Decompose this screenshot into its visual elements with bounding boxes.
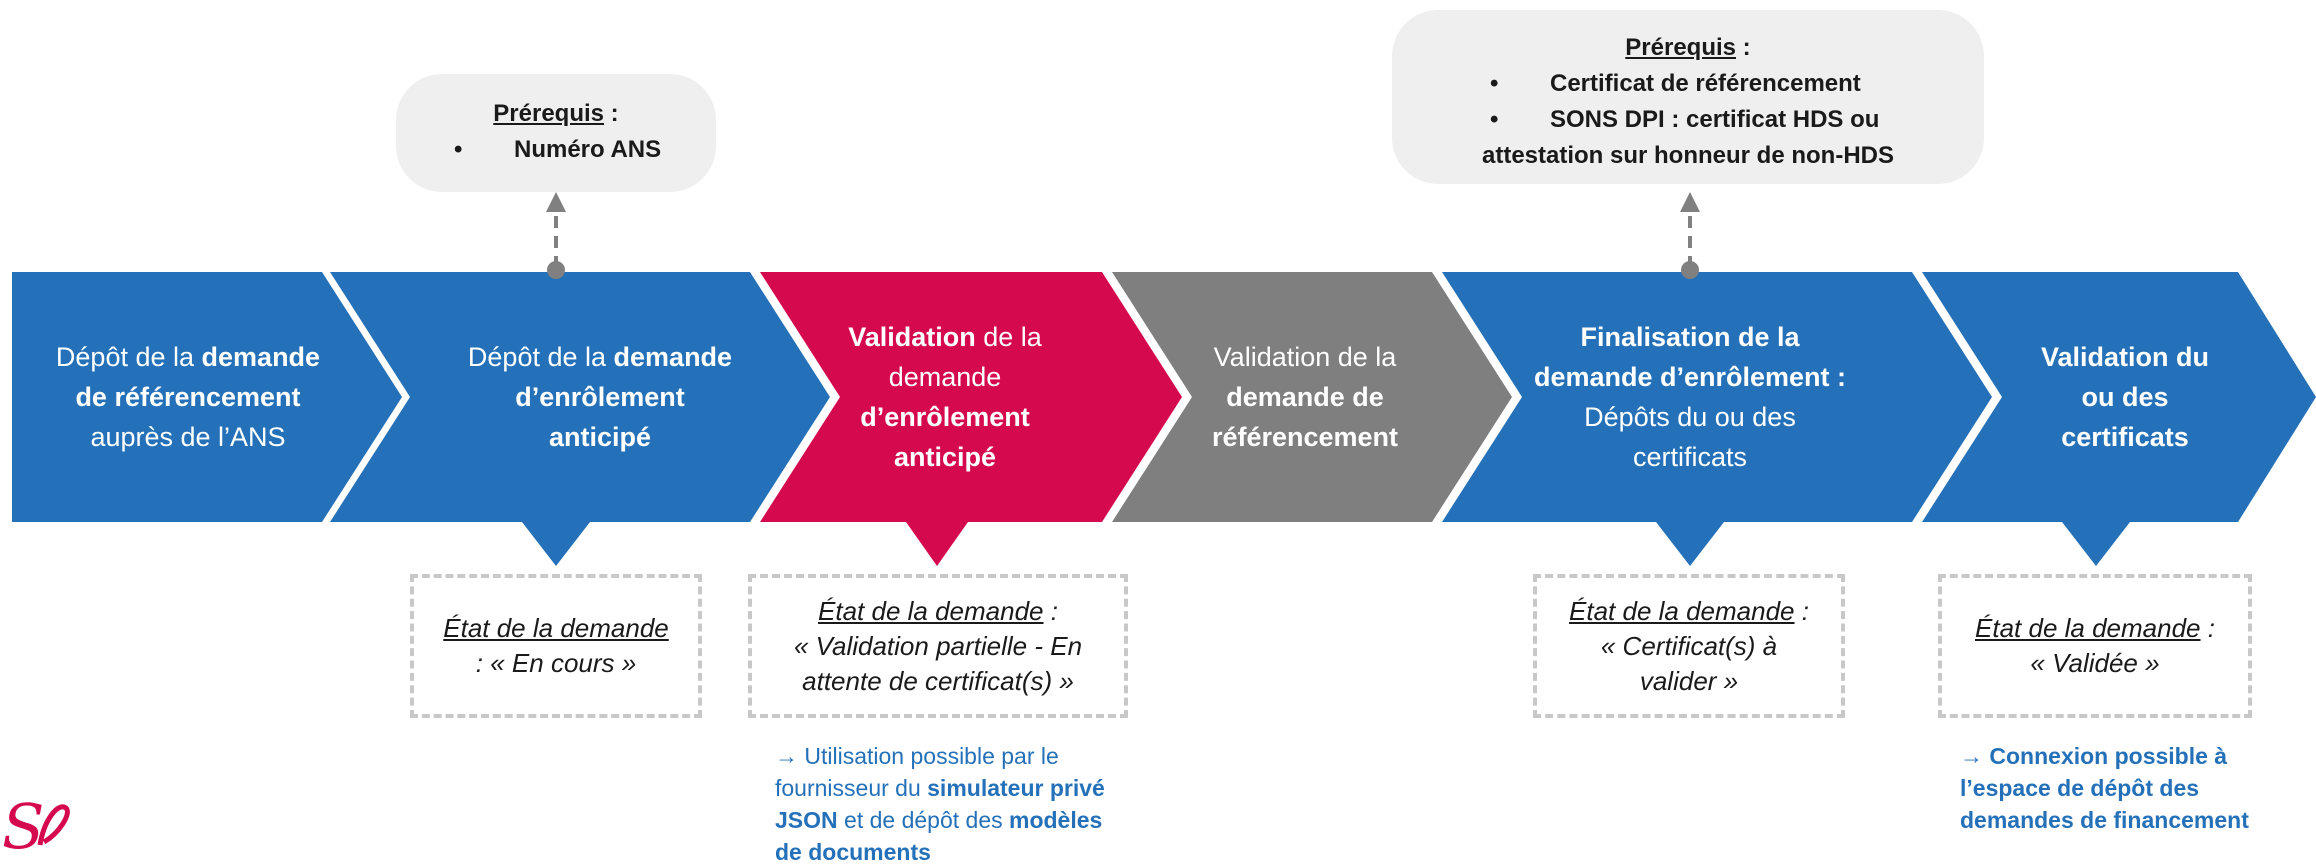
state-2-value-line-2: attente de certificat(s) » [802, 665, 1074, 696]
arrowhead-left [546, 192, 566, 212]
step-1-line-3: auprès de l’ANS [90, 422, 286, 452]
state-2-label: État de la demande [818, 595, 1044, 626]
state-4-value: « Validée » [2030, 648, 2160, 678]
step-4-line-3: référencement [1211, 422, 1399, 452]
step-5-line-4: certificats [1632, 442, 1748, 472]
bullet-icon: • [454, 136, 463, 163]
prereq-left-colon: : [604, 100, 619, 127]
step-1-label: Dépôt de la demande de référencement aup… [14, 272, 362, 522]
state-3-value-line-1: « Certificat(s) à [1600, 630, 1778, 661]
state-2-value-line-1: « Validation partielle - En [793, 630, 1083, 661]
step-3-line-1b: de la [975, 322, 1042, 352]
chevron-step-1 [12, 272, 402, 522]
connector-dot-left [547, 261, 565, 279]
step-4-line-1: Validation de la [1213, 342, 1397, 372]
state-1-label: État de la demande [443, 613, 669, 643]
state-3-value-line-2: valider » [1639, 665, 1739, 696]
step-3-label: Validation de la demande d’enrôlement an… [820, 272, 1070, 522]
chevron-step-6 [1922, 272, 2316, 566]
step-2-line-2: d’enrôlement [515, 382, 685, 412]
prereq-right-item-1-text: Certificat de référencement [1550, 70, 1861, 97]
step-4-label: Validation de la demande de référencemen… [1180, 272, 1430, 522]
step-1-line-1b: demande [201, 342, 321, 372]
bullet-icon: • [1490, 70, 1499, 97]
prereq-left-item: • Numéro ANS [396, 132, 716, 168]
chevron-step-3 [760, 272, 1182, 566]
prereq-right-item-2: • SONS DPI : certificat HDS ou [1392, 102, 1984, 138]
state-3-label: État de la demande [1569, 595, 1795, 626]
connector-dot-right [1681, 261, 1699, 279]
state-1-value: : « En cours » [475, 648, 637, 678]
state-box-1: État de la demande : « En cours » [410, 574, 702, 718]
step-2-line-1a: Dépôt de la [467, 342, 614, 372]
step-3-line-4: anticipé [893, 442, 997, 472]
step-3-line-3: d’enrôlement [860, 402, 1030, 432]
prereq-right-title: Prérequis [1625, 34, 1737, 61]
step-2-label: Dépôt de la demande d’enrôlement anticip… [410, 272, 790, 522]
step-5-label: Finalisation de la demande d’enrôlement … [1520, 272, 1860, 522]
step-5-line-1: Finalisation de la [1580, 322, 1800, 352]
note-simulateur-line-2a: fournisseur du [775, 775, 928, 801]
step-1-line-1a: Dépôt de la [55, 342, 202, 372]
prereq-bubble-left: Prérequis : • Numéro ANS [396, 74, 716, 192]
step-2-line-1b: demande [613, 342, 733, 372]
state-4-label: État de la demande [1975, 613, 2201, 643]
step-5-line-2: demande d’enrôlement : [1533, 362, 1847, 392]
step-2-line-3: anticipé [548, 422, 652, 452]
state-box-2: État de la demande : « Validation partie… [748, 574, 1128, 718]
prereq-right-colon: : [1736, 34, 1751, 61]
logo-letter: S [2, 790, 44, 857]
state-3-colon: : [1794, 595, 1809, 626]
state-box-4: État de la demande : « Validée » [1938, 574, 2252, 718]
prereq-left-title: Prérequis [493, 100, 605, 127]
note-simulateur-line-3a: JSON [775, 807, 838, 833]
note-connexion-line-2: l’espace de dépôt des [1960, 775, 2200, 801]
prereq-left-item-text: Numéro ANS [514, 136, 662, 163]
step-3-line-1a: Validation [848, 322, 976, 352]
prereq-right-item-1: • Certificat de référencement [1392, 66, 1984, 102]
note-connexion-line-3: demandes de financement [1960, 807, 2249, 833]
step-4-line-2: demande de [1226, 382, 1384, 412]
step-3-line-2: demande [888, 362, 1002, 392]
step-6-label: Validation du ou des certificats [1990, 272, 2260, 522]
chevron-step-4 [1112, 272, 1512, 522]
state-4-colon: : [2200, 613, 2215, 643]
note-connexion-line-1: → Connexion possible à [1960, 743, 2228, 769]
brand-logo: S [2, 790, 70, 857]
step-6-line-1: Validation du [2040, 342, 2209, 372]
prereq-right-item-2-text: SONS DPI : certificat HDS ou [1550, 106, 1880, 133]
step-1-line-2: de référencement [75, 382, 301, 412]
prereq-right-continuation: attestation sur honneur de non-HDS [1481, 142, 1894, 169]
note-connexion: → Connexion possible à l’espace de dépôt… [1960, 740, 2310, 836]
prereq-bubble-right: Prérequis : • Certificat de référencemen… [1392, 10, 1984, 184]
arrowhead-right [1680, 192, 1700, 212]
note-simulateur-line-2b: simulateur privé [927, 775, 1105, 801]
step-5-line-3: Dépôts du ou des [1584, 402, 1796, 432]
note-simulateur-line-1: → Utilisation possible par le [775, 743, 1059, 769]
note-simulateur-line-3c: modèles [1009, 807, 1103, 833]
note-simulateur: → Utilisation possible par le fournisseu… [775, 740, 1195, 868]
chevron-step-2 [330, 272, 830, 566]
state-box-3: État de la demande : « Certificat(s) à v… [1533, 574, 1845, 718]
chevron-step-5 [1442, 272, 1992, 566]
step-6-line-2: ou des [2081, 382, 2169, 412]
logo-swash [37, 804, 70, 846]
note-simulateur-line-3b: et de dépôt des [837, 807, 1009, 833]
bullet-icon: • [1490, 106, 1499, 133]
step-6-line-3: certificats [2061, 422, 2189, 452]
state-2-colon: : [1043, 595, 1058, 626]
note-simulateur-line-4: de documents [775, 839, 931, 865]
